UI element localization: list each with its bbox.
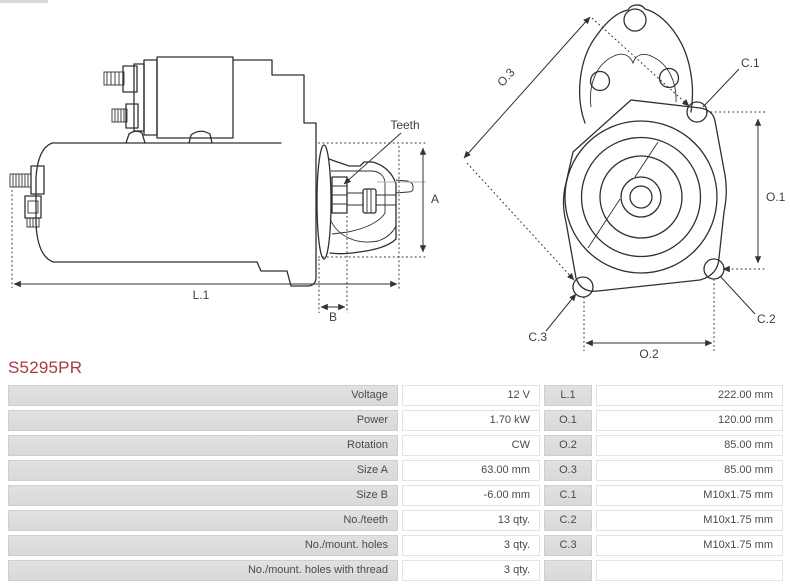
mount-hole-c3 bbox=[572, 276, 594, 298]
bracket-hole-left bbox=[589, 70, 611, 92]
starter-front-view: O.3 C.1 O.1 C.2 C.3 O.2 bbox=[463, 4, 786, 360]
spec-label-cell: No./teeth bbox=[8, 510, 398, 531]
spec-label-cell: Power bbox=[8, 410, 398, 431]
dim-label-cell: L.1 bbox=[544, 385, 592, 406]
dim-label-cell: C.3 bbox=[544, 535, 592, 556]
dim-label-cell: C.1 bbox=[544, 485, 592, 506]
starter-side-view: Teeth A L.1 B bbox=[9, 56, 439, 324]
dim-value-cell: M10x1.75 mm bbox=[596, 485, 783, 506]
dim-label-o1: O.1 bbox=[766, 190, 786, 204]
dim-label-c1: C.1 bbox=[741, 56, 760, 70]
shaft-boss bbox=[620, 176, 662, 218]
rear-bracket bbox=[232, 59, 317, 287]
dim-label-o2: O.2 bbox=[639, 347, 659, 360]
c3-leader bbox=[545, 293, 577, 332]
solenoid-terminal bbox=[103, 71, 125, 86]
spec-label-cell: Voltage bbox=[8, 385, 398, 406]
dim-label-cell: O.2 bbox=[544, 435, 592, 456]
spec-value-cell: 3 qty. bbox=[402, 535, 540, 556]
spec-value-cell: -6.00 mm bbox=[402, 485, 540, 506]
dim-value-cell: 120.00 mm bbox=[596, 410, 783, 431]
spec-value-cell: 3 qty. bbox=[402, 560, 540, 581]
dim-label-a: A bbox=[431, 192, 439, 206]
bracket-hole-right bbox=[658, 67, 680, 89]
motor-body bbox=[35, 142, 282, 263]
spec-label-cell: Size A bbox=[8, 460, 398, 481]
dim-label-cell bbox=[544, 560, 592, 581]
mounting-rim bbox=[316, 144, 332, 260]
dim-value-cell: M10x1.75 mm bbox=[596, 535, 783, 556]
mounting-flange bbox=[562, 99, 727, 292]
dim-value-cell: M10x1.75 mm bbox=[596, 510, 783, 531]
dim-label-o3: O.3 bbox=[494, 65, 518, 89]
dim-label-cell: O.1 bbox=[544, 410, 592, 431]
dim-label-c2: C.2 bbox=[757, 312, 776, 326]
spec-value-cell: CW bbox=[402, 435, 540, 456]
spec-label-cell: No./mount. holes bbox=[8, 535, 398, 556]
mount-hole-c2 bbox=[703, 258, 725, 280]
dim-value-cell: 85.00 mm bbox=[596, 460, 783, 481]
spec-label-cell: Rotation bbox=[8, 435, 398, 456]
spec-value-cell: 13 qty. bbox=[402, 510, 540, 531]
dim-value-cell bbox=[596, 560, 783, 581]
dim-label-cell: O.3 bbox=[544, 460, 592, 481]
spec-value-cell: 12 V bbox=[402, 385, 540, 406]
spec-label-cell: No./mount. holes with thread bbox=[8, 560, 398, 581]
spec-value-cell: 63.00 mm bbox=[402, 460, 540, 481]
part-number: S5295PR bbox=[8, 358, 83, 377]
mount-hole-c1 bbox=[686, 101, 708, 123]
drive-housing bbox=[328, 158, 397, 255]
technical-drawing: Teeth A L.1 B bbox=[9, 4, 786, 360]
dim-label-c3: C.3 bbox=[528, 330, 547, 344]
solenoid bbox=[156, 56, 234, 139]
shaft-center bbox=[629, 185, 653, 209]
crop-artifact bbox=[0, 0, 48, 3]
spec-value-cell: 1.70 kW bbox=[402, 410, 540, 431]
dim-label-b: B bbox=[329, 310, 337, 324]
dim-line-o3 bbox=[463, 16, 591, 159]
top-hole bbox=[623, 8, 647, 32]
c2-leader bbox=[719, 275, 756, 315]
c1-leader bbox=[702, 68, 740, 108]
dim-label-cell: C.2 bbox=[544, 510, 592, 531]
housing-circle-outer bbox=[564, 120, 718, 274]
teeth-leader bbox=[343, 132, 402, 185]
dim-label-l1: L.1 bbox=[193, 288, 210, 302]
dim-value-cell: 222.00 mm bbox=[596, 385, 783, 406]
dim-value-cell: 85.00 mm bbox=[596, 435, 783, 456]
spec-label-cell: Size B bbox=[8, 485, 398, 506]
label-teeth: Teeth bbox=[390, 118, 419, 132]
